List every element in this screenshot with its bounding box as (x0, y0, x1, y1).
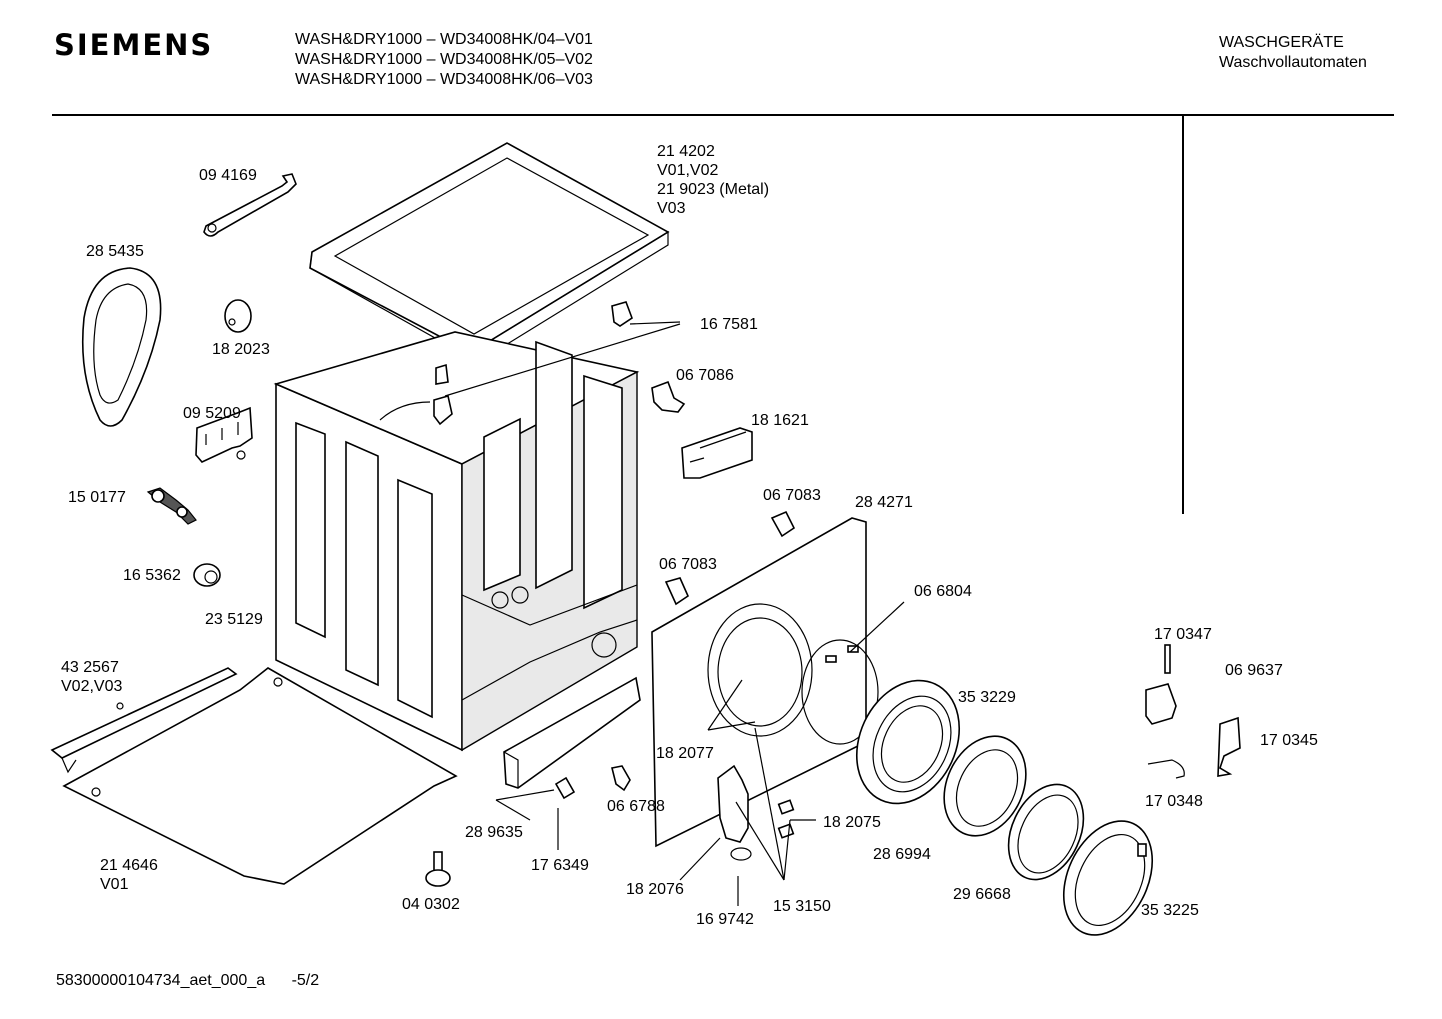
valve (146, 487, 197, 525)
category-line: WASCHGERÄTE (1219, 34, 1344, 51)
part-label-06-6804: 06 6804 (914, 583, 972, 600)
part-label-23-5129: 23 5129 (205, 611, 263, 628)
top-cover (309, 142, 670, 363)
nut (193, 563, 221, 587)
model-list: WASH&DRY1000 – WD34008HK/04–V01 WASH&DRY… (295, 30, 593, 90)
page-number: -5/2 (291, 972, 320, 989)
clip (433, 301, 633, 426)
part-label-17-0345: 17 0345 (1260, 732, 1318, 749)
part-label-18-2023: 18 2023 (212, 341, 270, 358)
part-label-21-4646: 21 4646 V01 (100, 857, 158, 893)
part-label-18-1621: 18 1621 (751, 412, 809, 429)
toe-board (503, 676, 641, 800)
footer: 58300000104734_aet_000_a -5/2 (56, 972, 319, 990)
document-id: 58300000104734_aet_000_a (56, 972, 266, 989)
cabinet (273, 331, 640, 752)
part-label-35-3225: 35 3225 (1141, 902, 1199, 919)
part-label-16-5362: 16 5362 (123, 567, 181, 584)
part-label-18-2076: 18 2076 (626, 881, 684, 898)
part-label-28-5435: 28 5435 (86, 243, 144, 260)
base-plate (62, 667, 458, 885)
part-label-04-0302: 04 0302 (402, 896, 460, 913)
part-label-16-7581: 16 7581 (700, 316, 758, 333)
right-parts (1145, 644, 1241, 779)
part-label-15-3150: 15 3150 (773, 898, 831, 915)
leader-lines (444, 321, 905, 906)
part-label-06-7086: 06 7086 (676, 367, 734, 384)
part-label-06-7083: 06 7083 (659, 556, 717, 573)
part-label-16-9742: 16 9742 (696, 911, 754, 928)
model-line: WASH&DRY1000 – WD34008HK/05–V02 (295, 51, 593, 68)
part-label-35-3229: 35 3229 (958, 689, 1016, 706)
part-label-17-0347: 17 0347 (1154, 626, 1212, 643)
door-glass (943, 735, 1027, 837)
door-lock (681, 427, 753, 479)
part-label-09-5209: 09 5209 (183, 405, 241, 422)
brand-logo: SIEMENS (54, 28, 214, 62)
category: WASCHGERÄTE Waschvollautomaten (1219, 33, 1367, 73)
door-frame-inner (855, 679, 961, 805)
part-label-18-2075: 18 2075 (823, 814, 881, 831)
switch (651, 380, 686, 413)
screw (611, 765, 631, 792)
adjustable-foot (425, 851, 451, 887)
wrench (203, 173, 297, 237)
door-outer (1062, 820, 1154, 936)
door-ring (1007, 783, 1085, 881)
part-label-28-9635: 28 9635 (465, 824, 523, 841)
category-line: Waschvollautomaten (1219, 54, 1367, 71)
vertical-divider (1182, 116, 1184, 514)
clip-small (664, 510, 796, 606)
door-hinge (717, 764, 752, 861)
part-label-43-2567: 43 2567 V02,V03 (61, 659, 123, 695)
part-label-09-4169: 09 4169 (199, 167, 257, 184)
part-label-15-0177: 15 0177 (68, 489, 126, 506)
model-line: WASH&DRY1000 – WD34008HK/06–V03 (295, 71, 593, 88)
part-label-06-9637: 06 9637 (1225, 662, 1283, 679)
rail (50, 667, 238, 774)
part-label-18-2077: 18 2077 (656, 745, 714, 762)
part-label-17-6349: 17 6349 (531, 857, 589, 874)
hinge-plates (777, 799, 795, 839)
seal-ring (81, 267, 162, 427)
header-divider (52, 114, 1394, 116)
part-label-28-4271: 28 4271 (855, 494, 913, 511)
part-label-06-6788: 06 6788 (607, 798, 665, 815)
part-label-21-4202: 21 4202 V01,V02 21 9023 (Metal) V03 (657, 143, 770, 217)
part-label-06-7083: 06 7083 (763, 487, 821, 504)
part-label-29-6668: 29 6668 (953, 886, 1011, 903)
bracket (195, 406, 253, 463)
model-line: WASH&DRY1000 – WD34008HK/04–V01 (295, 31, 593, 48)
part-label-17-0348: 17 0348 (1145, 793, 1203, 810)
part-label-28-6994: 28 6994 (873, 846, 931, 863)
small-cap (224, 299, 252, 333)
